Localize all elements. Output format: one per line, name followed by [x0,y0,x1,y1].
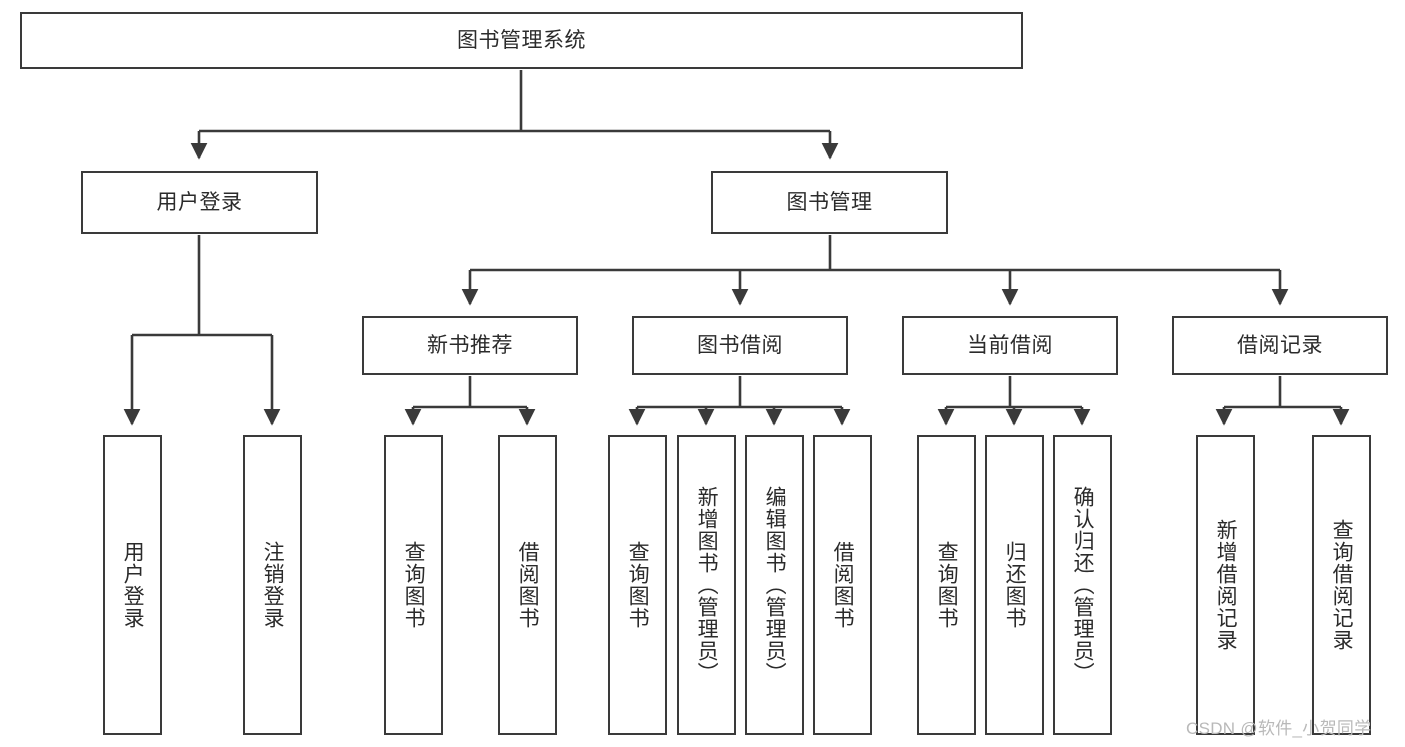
node-book-manage-label: 图书管理 [786,190,873,214]
node-borrow-record-label: 借阅记录 [1237,333,1323,357]
leaf-user-login[interactable]: 用户登录 [103,435,162,735]
leaf-edit-book[interactable]: 编辑图书（管理员） [745,435,804,735]
leaf-borrow-book-2-label: 借阅图书 [831,541,855,629]
leaf-logout-label: 注销登录 [261,541,285,629]
node-current-borrow-label: 当前借阅 [967,333,1053,357]
leaf-user-login-label: 用户登录 [121,541,145,629]
leaf-borrow-book-2[interactable]: 借阅图书 [813,435,872,735]
leaf-query-book-2-label: 查询图书 [626,541,650,629]
node-user-login-label: 用户登录 [156,190,243,214]
node-user-login[interactable]: 用户登录 [81,171,318,234]
leaf-edit-book-label: 编辑图书（管理员） [763,486,787,684]
leaf-add-record[interactable]: 新增借阅记录 [1196,435,1255,735]
node-new-book-rec[interactable]: 新书推荐 [362,316,578,375]
leaf-add-book[interactable]: 新增图书（管理员） [677,435,736,735]
leaf-query-record[interactable]: 查询借阅记录 [1312,435,1371,735]
leaf-query-book-1[interactable]: 查询图书 [384,435,443,735]
leaf-borrow-book-1-label: 借阅图书 [516,541,540,629]
leaf-query-book-1-label: 查询图书 [402,541,426,629]
leaf-confirm-return-label: 确认归还（管理员） [1071,486,1095,684]
node-root[interactable]: 图书管理系统 [20,12,1023,69]
node-book-borrow[interactable]: 图书借阅 [632,316,848,375]
leaf-query-book-3[interactable]: 查询图书 [917,435,976,735]
node-new-book-rec-label: 新书推荐 [427,333,513,357]
node-book-manage[interactable]: 图书管理 [711,171,948,234]
leaf-query-record-label: 查询借阅记录 [1330,519,1354,651]
csdn-watermark: CSDN @软件_小贺同学 [1186,719,1372,738]
node-book-borrow-label: 图书借阅 [697,333,783,357]
node-borrow-record[interactable]: 借阅记录 [1172,316,1388,375]
leaf-return-book-label: 归还图书 [1003,541,1027,629]
leaf-add-record-label: 新增借阅记录 [1214,519,1238,651]
leaf-query-book-3-label: 查询图书 [935,541,959,629]
node-current-borrow[interactable]: 当前借阅 [902,316,1118,375]
leaf-return-book[interactable]: 归还图书 [985,435,1044,735]
leaf-logout[interactable]: 注销登录 [243,435,302,735]
leaf-borrow-book-1[interactable]: 借阅图书 [498,435,557,735]
leaf-add-book-label: 新增图书（管理员） [695,486,719,684]
leaf-confirm-return[interactable]: 确认归还（管理员） [1053,435,1112,735]
node-root-label: 图书管理系统 [457,28,586,52]
leaf-query-book-2[interactable]: 查询图书 [608,435,667,735]
